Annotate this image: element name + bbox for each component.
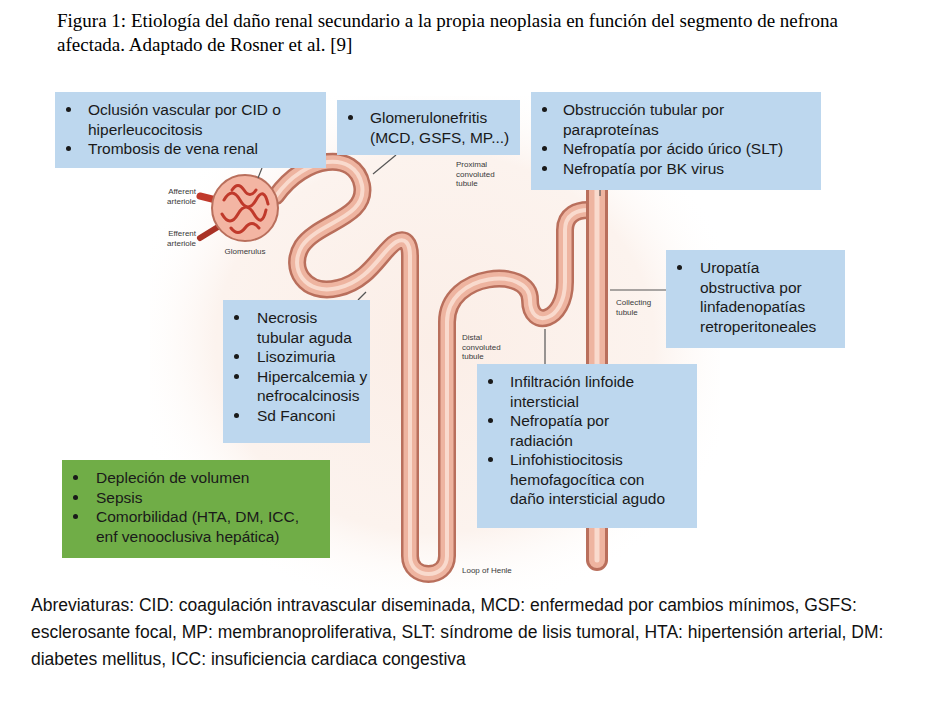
cause-text: Hipercalcemia y nefrocalcinosis (257, 367, 368, 406)
cause-text: Oclusión vascular por CID o hiperleucoci… (88, 100, 318, 139)
bullet-dot (66, 107, 71, 112)
cause-text: Nefropatía por BK virus (563, 159, 813, 179)
bullet-dot (73, 514, 78, 519)
cause-text: Nefropatía por ácido úrico (SLT) (563, 139, 813, 159)
bullet-item: Comorbilidad (HTA, DM, ICC, enf venooclu… (96, 507, 320, 546)
cause-text: Trombosis de vena renal (88, 139, 318, 159)
cause-text: Infiltración linfoide intersticial (510, 372, 668, 411)
cause-text: Lisozimuria (257, 347, 368, 367)
bullet-dot (348, 115, 353, 120)
cause-text: Obstrucción tubular por paraproteínas (563, 100, 813, 139)
bullet-dot (234, 413, 239, 418)
cause-box: Glomerulonefritis (MCD, GSFS, MP...) (337, 100, 520, 155)
cause-box: Depleción de volumenSepsisComorbilidad (… (62, 460, 330, 558)
anatomy-label: Distal convoluted tubule (462, 333, 514, 362)
cause-text: Glomerulonefritis (MCD, GSFS, MP...) (370, 108, 512, 147)
bullet-item: Infiltración linfoide intersticial (510, 372, 668, 411)
bullet-dot (542, 166, 547, 171)
bullet-dot (234, 315, 239, 320)
leader-line (358, 292, 366, 300)
cause-text: Comorbilidad (HTA, DM, ICC, enf venooclu… (96, 507, 320, 546)
abbreviations-caption: Abreviaturas: CID: coagulación intravasc… (31, 592, 916, 673)
bullet-item: Necrosis tubular aguda (257, 308, 368, 347)
leader-line (610, 289, 666, 290)
bullet-item: Lisozimuria (257, 347, 368, 367)
bullet-item: Glomerulonefritis (MCD, GSFS, MP...) (370, 108, 512, 147)
figure-title: Figura 1: Etiología del daño renal secun… (57, 9, 857, 57)
cause-text: Linfohistiocitosis hemofagocítica con da… (510, 450, 668, 509)
anatomy-label: Glomerulus (218, 247, 272, 257)
cause-text: Sd Fanconi (257, 406, 368, 426)
bullet-dot (234, 354, 239, 359)
bullet-item: Linfohistiocitosis hemofagocítica con da… (510, 450, 668, 509)
bullet-dot (677, 265, 682, 270)
cause-box: Uropatía obstructiva por linfadenopatías… (666, 250, 845, 348)
bullet-dot (488, 418, 493, 423)
bullet-item: Depleción de volumen (96, 468, 320, 488)
leader-line (258, 168, 262, 178)
leader-line (599, 190, 600, 196)
glomerulus-capsule (212, 175, 278, 241)
bullet-item: Oclusión vascular por CID o hiperleucoci… (88, 100, 318, 139)
cause-text: Sepsis (96, 488, 320, 508)
bullet-dot (73, 495, 78, 500)
cause-text: Necrosis tubular aguda (257, 308, 368, 347)
bullet-dot (542, 146, 547, 151)
bullet-item: Uropatía obstructiva por linfadenopatías… (700, 258, 837, 336)
cause-box: Infiltración linfoide intersticialNefrop… (477, 364, 697, 528)
bullet-item: Hipercalcemia y nefrocalcinosis (257, 367, 368, 406)
anatomy-label: Efferent arteriole (150, 229, 196, 248)
anatomy-label: Proximal convoluted tubule (456, 160, 504, 189)
bullet-dot (66, 146, 71, 151)
bullet-dot (234, 374, 239, 379)
bullet-item: Sd Fanconi (257, 406, 368, 426)
bullet-item: Trombosis de vena renal (88, 139, 318, 159)
leader-line (373, 155, 396, 174)
anatomy-label: Afferent arteriole (150, 187, 196, 206)
bullet-dot (73, 475, 78, 480)
cause-box: Obstrucción tubular por paraproteínasNef… (531, 92, 821, 190)
anatomy-label: Loop of Henle (462, 566, 532, 576)
bullet-dot (488, 379, 493, 384)
cause-box: Oclusión vascular por CID o hiperleucoci… (55, 92, 326, 168)
cause-text: Uropatía obstructiva por linfadenopatías… (700, 258, 837, 336)
cause-text: Depleción de volumen (96, 468, 320, 488)
anatomy-label: Collecting tubule (616, 298, 660, 317)
bullet-item: Nefropatía por BK virus (563, 159, 813, 179)
glomerulus-capillaries (222, 186, 268, 233)
cause-text: Nefropatía por radiación (510, 411, 668, 450)
bullet-dot (542, 107, 547, 112)
bullet-item: Nefropatía por radiación (510, 411, 668, 450)
bullet-dot (488, 457, 493, 462)
bullet-item: Sepsis (96, 488, 320, 508)
bullet-item: Nefropatía por ácido úrico (SLT) (563, 139, 813, 159)
bullet-item: Obstrucción tubular por paraproteínas (563, 100, 813, 139)
leader-line (544, 329, 545, 364)
cause-box: Necrosis tubular agudaLisozimuriaHiperca… (223, 300, 370, 443)
